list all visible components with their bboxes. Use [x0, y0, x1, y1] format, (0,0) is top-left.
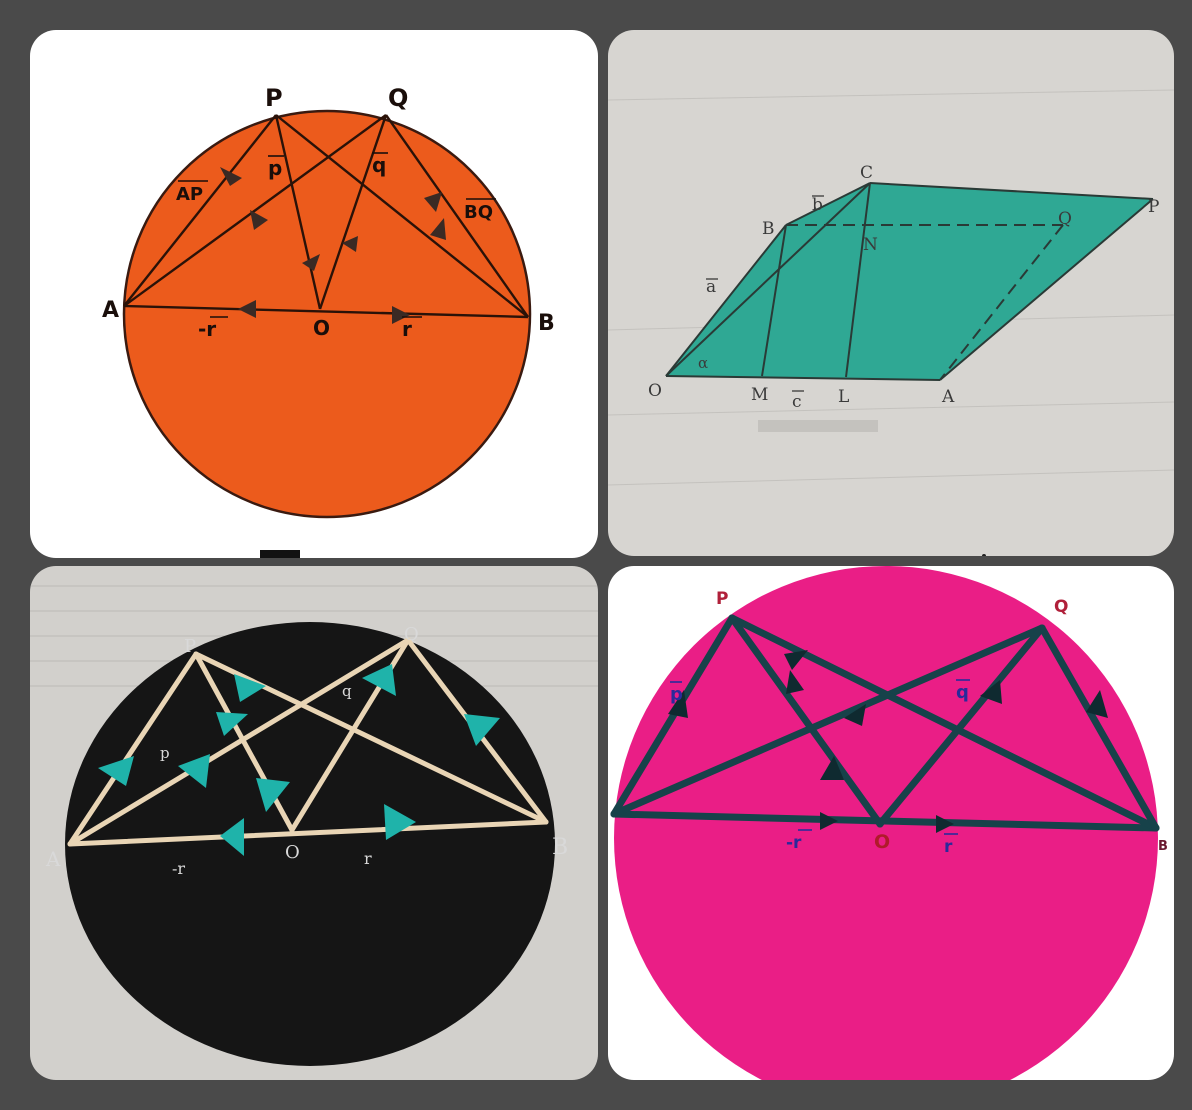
- label-A: A: [45, 847, 61, 871]
- label-Q: Q: [388, 84, 408, 112]
- parallelogram-labels: O A B C P Q N M L a b c α: [648, 163, 1159, 412]
- label-AP-vector: AP: [176, 184, 203, 205]
- label-O: O: [313, 316, 330, 340]
- panel-yarn-model: P Q O B p q -r r: [608, 566, 1174, 1080]
- vector-lines: [123, 114, 529, 319]
- label-C: C: [860, 163, 873, 183]
- label-O: O: [874, 831, 890, 853]
- panel-orange-circle-drawing: A B P Q O AP p q BQ -r r: [30, 30, 598, 558]
- label-p-vector: p: [670, 684, 683, 705]
- label-B: B: [552, 835, 568, 860]
- label-N: N: [863, 235, 878, 255]
- label-q-vector: q: [372, 153, 386, 177]
- label-neg-r-vector: -r: [786, 833, 802, 853]
- label-r-vector: r: [364, 849, 372, 868]
- label-P: P: [1148, 197, 1159, 217]
- parallelogram-diagram: O A B C P Q N M L a b c α: [608, 89, 1174, 556]
- label-Q: Q: [404, 624, 419, 645]
- label-O: O: [648, 381, 662, 401]
- label-Q: Q: [1058, 209, 1072, 229]
- label-L: L: [838, 387, 849, 407]
- label-neg-r-vector: -r: [198, 317, 216, 341]
- label-r-vector: r: [402, 317, 412, 341]
- label-q-vector: q: [956, 682, 969, 703]
- label-c-vector: c: [792, 392, 802, 412]
- yarn-strands: [610, 614, 1160, 832]
- label-q-vector: q: [342, 682, 352, 700]
- label-B: B: [1158, 839, 1168, 854]
- label-BQ-vector: BQ: [464, 202, 493, 223]
- label-b-vector: b: [812, 195, 823, 215]
- yarn-model-photo: P Q O B p q -r r: [610, 566, 1168, 1080]
- teal-parallelogram: [666, 183, 1153, 380]
- yarn-arrowheads: [668, 650, 1108, 833]
- vector-overbars: [178, 152, 496, 318]
- toothpick-model-photo: A B P Q O p q -r r: [30, 585, 598, 1066]
- parallelogram-edges: [665, 182, 1154, 381]
- black-disc: [65, 622, 555, 1066]
- chalk-labels: A B P Q O p q -r r: [45, 624, 568, 878]
- label-r-vector: r: [944, 837, 953, 857]
- orange-disc: [122, 109, 532, 519]
- vector-overbars: [706, 195, 824, 392]
- label-B: B: [762, 219, 775, 239]
- paper-arrowheads: [98, 664, 500, 856]
- label-a-vector: a: [706, 277, 716, 297]
- diagram-labels: A B P Q O AP p q BQ -r r: [102, 84, 555, 341]
- label-Q: Q: [1054, 597, 1068, 617]
- arrowheads: [220, 167, 446, 324]
- label-P: P: [265, 84, 283, 112]
- label-A: A: [941, 387, 955, 407]
- paper-speck: [982, 554, 986, 556]
- label-alpha-angle: α: [698, 354, 708, 372]
- vector-overbars: [670, 679, 970, 835]
- label-A: A: [102, 298, 119, 323]
- label-P: P: [184, 636, 196, 657]
- label-B: B: [538, 311, 555, 336]
- printed-text-ghost: [758, 420, 878, 432]
- panel-toothpick-model: A B P Q O p q -r r: [30, 566, 598, 1080]
- label-O: O: [285, 842, 300, 863]
- label-p-vector: p: [160, 744, 170, 762]
- cropped-caption-mark: [260, 550, 300, 558]
- label-p-vector: p: [268, 156, 282, 180]
- yarn-model-labels: P Q O B p q -r r: [670, 589, 1168, 857]
- label-neg-r-vector: -r: [172, 859, 185, 878]
- label-P: P: [716, 589, 728, 609]
- label-M: M: [751, 385, 768, 405]
- panel-teal-parallelogram-drawing: O A B C P Q N M L a b c α: [608, 30, 1174, 556]
- orange-circle-diagram: A B P Q O AP p q BQ -r r: [102, 84, 555, 558]
